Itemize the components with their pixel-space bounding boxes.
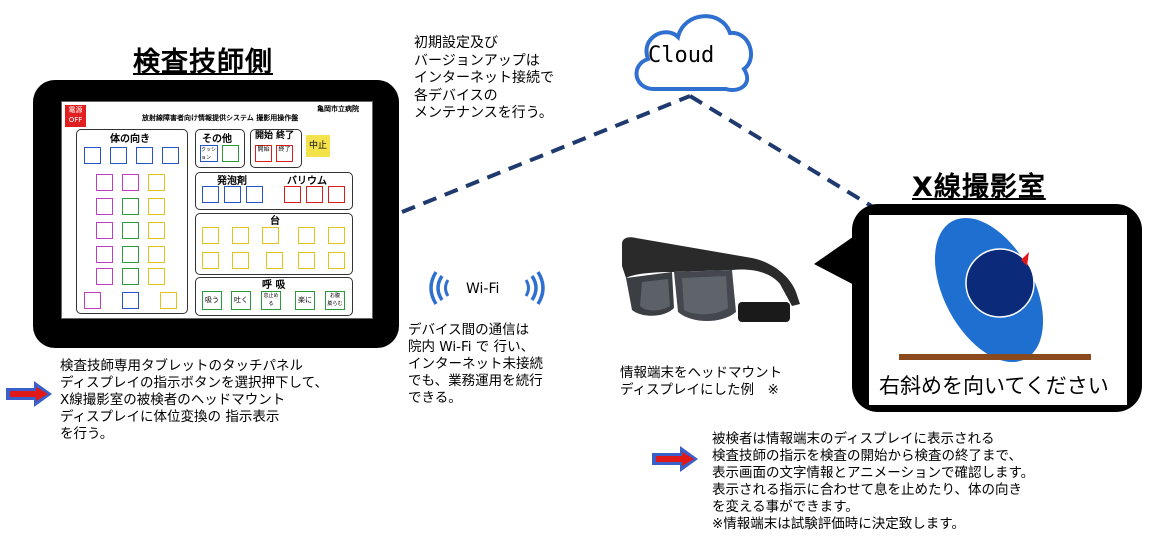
direction-button[interactable] [122, 246, 139, 263]
barium-button[interactable] [328, 186, 345, 203]
table-button[interactable] [232, 252, 249, 269]
body-direction-label: 体の向き [110, 134, 150, 145]
direction-button[interactable] [122, 222, 139, 239]
direction-button[interactable] [96, 198, 113, 215]
foaming-button[interactable] [202, 186, 219, 203]
barium-button[interactable] [306, 186, 323, 203]
posture-animation [899, 217, 1091, 363]
direction-button[interactable] [84, 147, 101, 164]
direction-button[interactable] [122, 292, 139, 309]
wifi-label: Wi-Fi [466, 281, 500, 297]
technician-side-title: 検査技師側 [133, 47, 273, 78]
direction-marker [1021, 252, 1029, 266]
direction-button[interactable] [148, 222, 165, 239]
table-button[interactable] [328, 227, 345, 244]
foaming-button[interactable] [224, 186, 241, 203]
dashed-link-tablet-cloud [401, 94, 691, 214]
wifi-icon [429, 271, 545, 305]
power-off-button[interactable]: 電源 OFF [65, 105, 86, 127]
direction-button[interactable] [96, 268, 113, 285]
belly-inflate-button[interactable]: お腹 膨らむ [325, 291, 345, 310]
table-button[interactable] [202, 252, 219, 269]
table-button[interactable] [262, 227, 279, 244]
foaming-button[interactable] [246, 186, 263, 203]
direction-button[interactable] [148, 174, 165, 191]
examination-table [899, 354, 1091, 360]
table-button[interactable] [232, 227, 249, 244]
table-button[interactable] [266, 252, 283, 269]
body-circle [965, 248, 1035, 318]
hospital-name: 亀岡市立病院 [317, 105, 359, 113]
table-button[interactable] [202, 227, 219, 244]
table-button[interactable] [298, 252, 315, 269]
technician-description: 検査技師専用タブレットのタッチパネル ディスプレイの指示ボタンを選択押下して、 … [60, 358, 328, 442]
barium-button[interactable] [284, 186, 301, 203]
breathing-label: 呼 吸 [262, 280, 286, 291]
foaming-barium-panel [195, 172, 353, 210]
direction-button[interactable] [136, 147, 153, 164]
cloud-label: Cloud [648, 43, 715, 68]
maintenance-text: 初期設定及び バージョンアップは インターネット接続で 各デバイスの メンテナン… [414, 35, 554, 121]
direction-button[interactable] [84, 292, 101, 309]
table-button[interactable] [328, 252, 345, 269]
wifi-description: デバイス間の通信は 院内 Wi-Fi で 行い、 インターネット未接続 でも、業… [408, 322, 543, 406]
direction-button[interactable] [96, 222, 113, 239]
left-arrow-icon [6, 381, 52, 407]
right-arrow-icon [652, 446, 698, 472]
other-label: その他 [202, 134, 232, 145]
xray-room-title: X線撮影室 [912, 172, 1046, 203]
tablet-screen: 電源 OFF 放射線障害者向け情報提供システム 撮影用操作盤 亀岡市立病院 体の… [61, 101, 373, 319]
direction-button[interactable] [96, 174, 113, 191]
table-label: 台 [270, 216, 280, 227]
instruction-text: 右斜めを向いてください [879, 374, 1109, 398]
direction-button[interactable] [122, 268, 139, 285]
direction-button[interactable] [96, 246, 113, 263]
breath-relax-button[interactable]: 楽に [295, 291, 315, 310]
hmd-caption: 情報端末をヘッドマウント ディスプレイにした例 ※ [620, 365, 782, 398]
stop-button[interactable]: 中止 [306, 135, 330, 157]
direction-button[interactable] [122, 174, 139, 191]
direction-button[interactable] [148, 268, 165, 285]
screen-title: 放射線障害者向け情報提供システム 撮影用操作盤 [142, 114, 299, 122]
direction-button[interactable] [148, 198, 165, 215]
breath-hold-button[interactable]: 息止める [261, 291, 281, 310]
direction-button[interactable] [122, 198, 139, 215]
start-end-label: 開始 終了 [255, 131, 295, 141]
room-display-screen: 右斜めを向いてください [869, 215, 1127, 405]
direction-button[interactable] [148, 246, 165, 263]
head-mounted-display-icon [622, 237, 800, 322]
breath-out-button[interactable]: 吐く [231, 291, 251, 310]
cloud-icon [634, 14, 754, 92]
end-button[interactable]: 終了 [276, 145, 293, 162]
breath-in-button[interactable]: 吸う [202, 291, 222, 310]
patient-description: 被検者は情報端末のディスプレイに表示される 検査技師の指示を検査の開始から検査の… [712, 431, 1035, 532]
cushion-button[interactable]: クッション [200, 145, 218, 162]
start-button[interactable]: 開始 [255, 145, 272, 162]
table-button[interactable] [298, 227, 315, 244]
other-button[interactable] [222, 145, 239, 162]
dashed-link-cloud-room [688, 94, 880, 212]
direction-button[interactable] [162, 147, 179, 164]
foaming-label: 発泡剤 [217, 176, 247, 187]
speech-pointer [814, 232, 860, 288]
barium-label: バリウム [287, 176, 327, 187]
direction-button[interactable] [160, 292, 177, 309]
direction-button[interactable] [110, 147, 127, 164]
